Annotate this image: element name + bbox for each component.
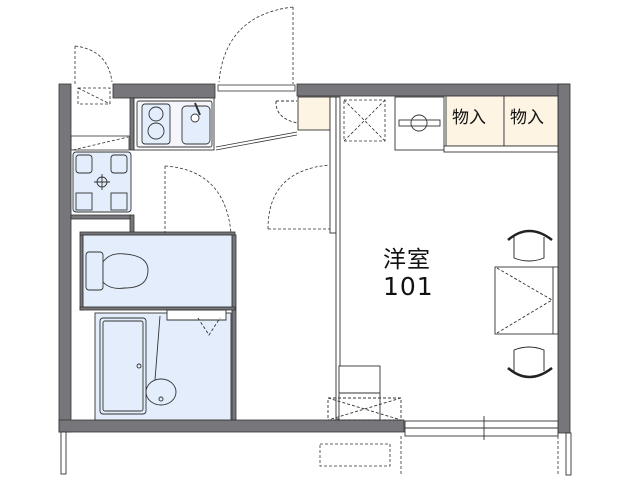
ventilation-icon [343,99,386,142]
desk-icon [494,266,559,335]
air-conditioner-icon [394,96,445,151]
exterior-posts [60,431,572,476]
toilet-room [82,234,233,308]
shoe-cabinet-icon [70,135,130,151]
chair-bottom-icon [507,346,553,379]
room-door-icon [267,164,331,230]
walls [58,83,571,434]
balcony-window [404,416,559,440]
kitchen-counter-icon [133,97,215,151]
bathroom [94,309,232,421]
chair-top-icon [507,229,553,262]
tv-stand-icon [327,365,402,421]
washing-machine-pan-icon [72,151,132,213]
entrance-door-icon [74,45,113,105]
balcony-outline [319,436,559,474]
room-number-label: 101 [383,272,434,301]
toilet-door-icon [164,165,232,234]
closet-label-2: 物入 [510,108,544,128]
partition-wall [329,96,341,420]
cabinet-icon [275,96,331,131]
top-window [217,84,296,92]
top-door-icon [218,6,294,84]
closet-boxes [443,95,559,153]
room-name-label: 洋室 [383,247,431,273]
closet-label-1: 物入 [452,108,486,128]
refrigerator-space [215,131,298,151]
